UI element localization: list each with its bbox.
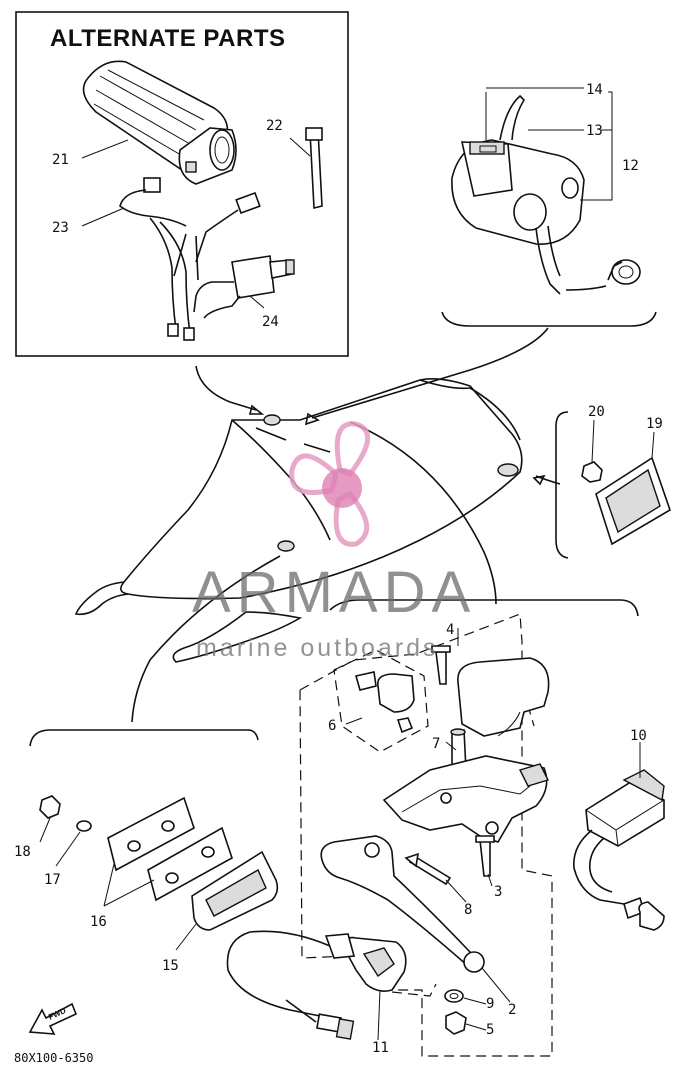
lamp-group-left: 18 17 16 15 <box>14 729 279 974</box>
armada-logo-icon <box>289 421 371 547</box>
callout-18: 18 <box>14 844 31 860</box>
callout-23: 23 <box>52 220 69 236</box>
hood-body <box>74 327 561 723</box>
callout-10: 10 <box>630 728 647 744</box>
alternate-parts-box: ALTERNATE PARTS <box>15 11 349 357</box>
callout-15: 15 <box>162 958 179 974</box>
callout-17: 17 <box>44 872 61 888</box>
callout-11: 11 <box>372 1040 389 1056</box>
callout-19: 19 <box>646 416 663 432</box>
callout-22: 22 <box>266 118 283 134</box>
callout-13: 13 <box>586 123 603 139</box>
callout-12: 12 <box>622 158 639 174</box>
callout-14: 14 <box>586 82 603 98</box>
lever-assembly: 4 6 7 8 3 2 9 5 11 10 <box>226 599 665 1057</box>
toggle-switch-part <box>193 255 295 319</box>
grip-part <box>82 60 237 185</box>
callout-9: 9 <box>486 996 494 1012</box>
callout-4: 4 <box>446 622 454 638</box>
watermark-brand: ARMADA <box>192 560 476 625</box>
callout-21: 21 <box>52 152 69 168</box>
callout-8: 8 <box>464 902 472 918</box>
forward-arrow: FWD <box>28 1002 78 1035</box>
callout-20: 20 <box>588 404 605 420</box>
cable-tie-part <box>305 127 323 210</box>
watermark-tagline: marine outboards <box>196 634 439 662</box>
callout-2: 2 <box>508 1002 516 1018</box>
figure-code: 80X100-6350 <box>14 1051 93 1065</box>
callout-5: 5 <box>486 1022 494 1038</box>
callout-3: 3 <box>494 884 502 900</box>
callout-24: 24 <box>262 314 279 330</box>
callout-16: 16 <box>90 914 107 930</box>
callout-7: 7 <box>432 736 440 752</box>
armada-watermark: ARMADA marine outboards <box>192 421 476 662</box>
throttle-housing-group: 14 13 12 <box>441 82 657 327</box>
wire-harness-part <box>119 177 261 341</box>
lamp-group-right: 20 19 <box>555 404 671 559</box>
alternate-parts-title: ALTERNATE PARTS <box>50 25 286 52</box>
callout-6: 6 <box>328 718 336 734</box>
